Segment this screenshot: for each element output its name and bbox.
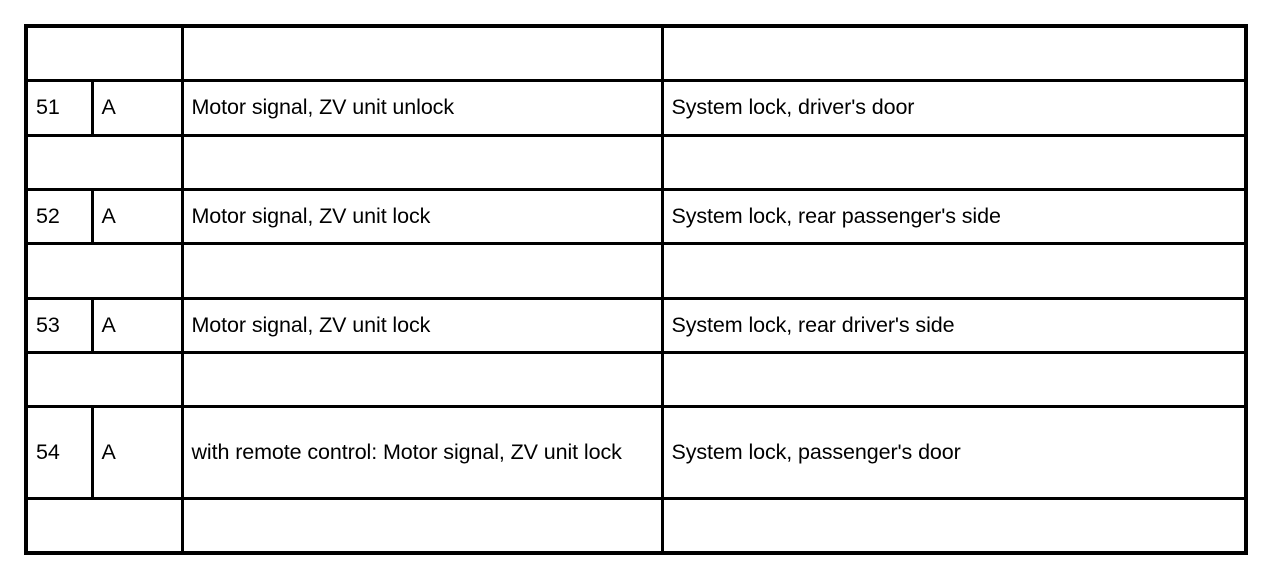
table-row-spacer (24, 133, 1248, 192)
table-row-spacer (24, 496, 1248, 555)
cell-code: A (90, 405, 184, 500)
cell-code-text: A (101, 203, 116, 228)
cell-description: with remote control: Motor signal, ZV un… (180, 405, 664, 500)
cell-system: System lock, driver's door (660, 79, 1248, 137)
table-body: 51 A Motor signal, ZV unit unlock System… (24, 24, 1248, 555)
cell-system (660, 24, 1248, 83)
cell-number-text: 51 (36, 95, 60, 120)
cell-system: System lock, passenger's door (660, 405, 1248, 500)
cell-blank-left (24, 24, 184, 83)
table-row: 53 A Motor signal, ZV unit lock System l… (24, 296, 1248, 354)
cell-system-text: System lock, rear passenger's side (671, 203, 1001, 228)
table-row: 52 A Motor signal, ZV unit lock System l… (24, 187, 1248, 246)
table-row: 51 A Motor signal, ZV unit unlock System… (24, 79, 1248, 137)
cell-system-text: System lock, passenger's door (671, 439, 961, 464)
cell-description-text: with remote control: Motor signal, ZV un… (191, 439, 622, 464)
cell-number-text: 52 (36, 203, 60, 228)
cell-number-text: 54 (36, 439, 60, 464)
cell-description (180, 24, 664, 83)
assignment-table: 51 A Motor signal, ZV unit unlock System… (24, 24, 1248, 555)
cell-blank-left (24, 242, 184, 300)
cell-blank-left (24, 496, 184, 555)
cell-system-text: System lock, rear driver's side (671, 312, 955, 337)
cell-blank-left (24, 133, 184, 192)
cell-description (180, 133, 664, 192)
cell-description (180, 242, 664, 300)
cell-code-text: A (101, 95, 116, 120)
cell-description: Motor signal, ZV unit lock (180, 296, 664, 354)
cell-system: System lock, rear driver's side (660, 296, 1248, 354)
cell-description (180, 350, 664, 409)
cell-system (660, 242, 1248, 300)
cell-code: A (90, 187, 184, 246)
cell-number: 51 (24, 79, 94, 137)
table-row-spacer (24, 24, 1248, 83)
cell-system (660, 133, 1248, 192)
cell-number: 52 (24, 187, 94, 246)
cell-system: System lock, rear passenger's side (660, 187, 1248, 246)
cell-code-text: A (101, 439, 116, 464)
cell-code: A (90, 79, 184, 137)
table-row-spacer (24, 350, 1248, 409)
cell-system (660, 496, 1248, 555)
table-row-spacer (24, 242, 1248, 300)
cell-description-text: Motor signal, ZV unit unlock (191, 95, 455, 120)
cell-description-text: Motor signal, ZV unit lock (191, 203, 431, 228)
cell-description-text: Motor signal, ZV unit lock (191, 312, 431, 337)
cell-number-text: 53 (36, 312, 60, 337)
cell-description (180, 496, 664, 555)
cell-blank-left (24, 350, 184, 409)
cell-code: A (90, 296, 184, 354)
cell-code-text: A (101, 312, 116, 337)
cell-system (660, 350, 1248, 409)
table-row: 54 A with remote control: Motor signal, … (24, 405, 1248, 500)
cell-number: 53 (24, 296, 94, 354)
cell-description: Motor signal, ZV unit lock (180, 187, 664, 246)
cell-description: Motor signal, ZV unit unlock (180, 79, 664, 137)
cell-number: 54 (24, 405, 94, 500)
cell-system-text: System lock, driver's door (671, 95, 915, 120)
